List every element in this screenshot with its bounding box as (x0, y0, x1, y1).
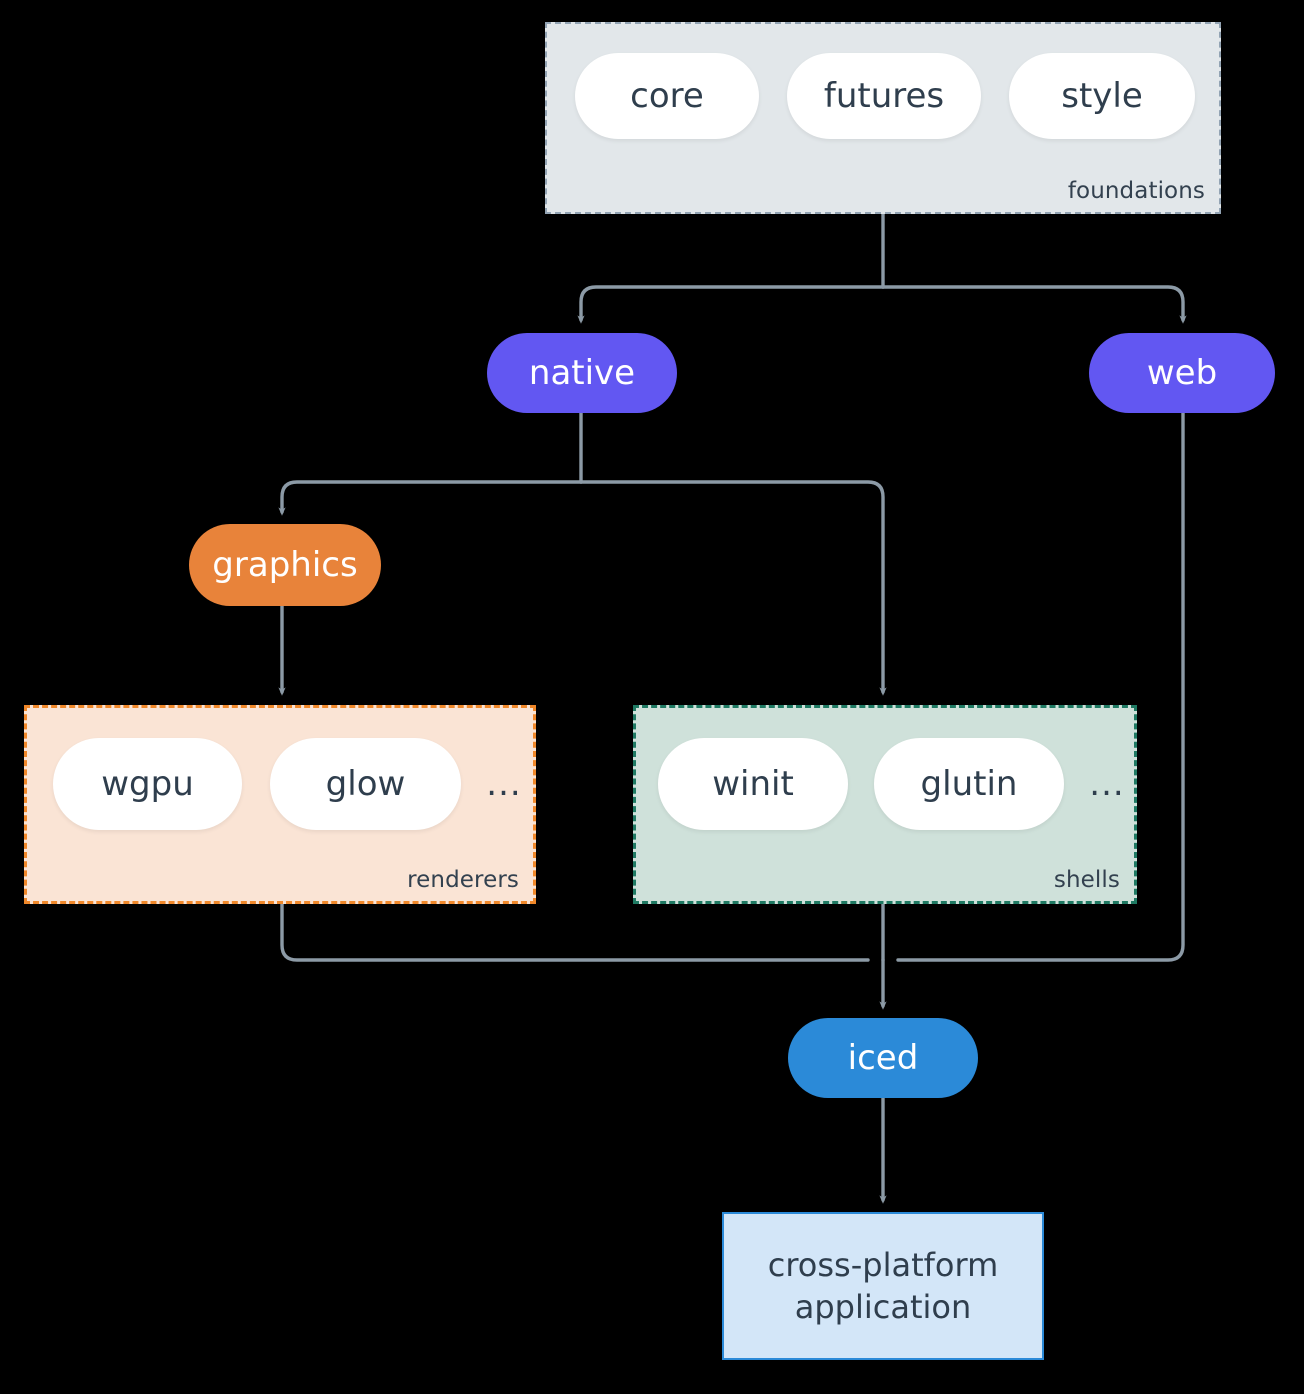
node-graphics-label: graphics (212, 545, 358, 585)
chip-glutin-label: glutin (920, 764, 1018, 804)
node-graphics[interactable]: graphics (189, 524, 381, 606)
chip-glow-label: glow (325, 764, 406, 804)
chip-glutin[interactable]: glutin (874, 738, 1064, 830)
node-iced-label: iced (847, 1038, 919, 1078)
group-shells-label: shells (1053, 867, 1120, 893)
chip-glow[interactable]: glow (270, 738, 461, 830)
node-web-label: web (1146, 353, 1218, 393)
group-renderers-label: renderers (407, 867, 519, 893)
shells-ellipsis: ... (1089, 764, 1125, 804)
application-label-line1: cross-platform (767, 1245, 999, 1284)
node-native[interactable]: native (487, 333, 677, 413)
chip-core[interactable]: core (575, 53, 759, 139)
application-label-line2: application (794, 1288, 972, 1326)
chip-wgpu[interactable]: wgpu (53, 738, 242, 830)
chip-core-label: core (630, 76, 704, 116)
node-web[interactable]: web (1089, 333, 1275, 413)
chip-futures-label: futures (823, 76, 945, 116)
group-foundations-label: foundations (1067, 178, 1205, 204)
chip-winit[interactable]: winit (658, 738, 848, 830)
chip-style[interactable]: style (1009, 53, 1195, 139)
node-cross-platform-application[interactable]: cross-platform application (722, 1212, 1044, 1360)
renderers-ellipsis: ... (486, 764, 522, 804)
group-renderers: wgpu glow ... renderers (24, 705, 536, 904)
group-shells: winit glutin ... shells (633, 705, 1137, 904)
chip-winit-label: winit (712, 764, 794, 804)
edge-foundations-native (577, 285, 885, 324)
chip-wgpu-label: wgpu (101, 764, 194, 804)
node-native-label: native (528, 353, 636, 393)
edge-renderers-iced (280, 902, 870, 962)
group-foundations: core futures style foundations (545, 22, 1221, 214)
chip-futures[interactable]: futures (787, 53, 981, 139)
edge-native-shells (579, 480, 887, 696)
edge-foundations-web (881, 285, 1187, 324)
edge-native-graphics (278, 480, 583, 516)
node-iced[interactable]: iced (788, 1018, 978, 1098)
chip-style-label: style (1061, 76, 1143, 116)
